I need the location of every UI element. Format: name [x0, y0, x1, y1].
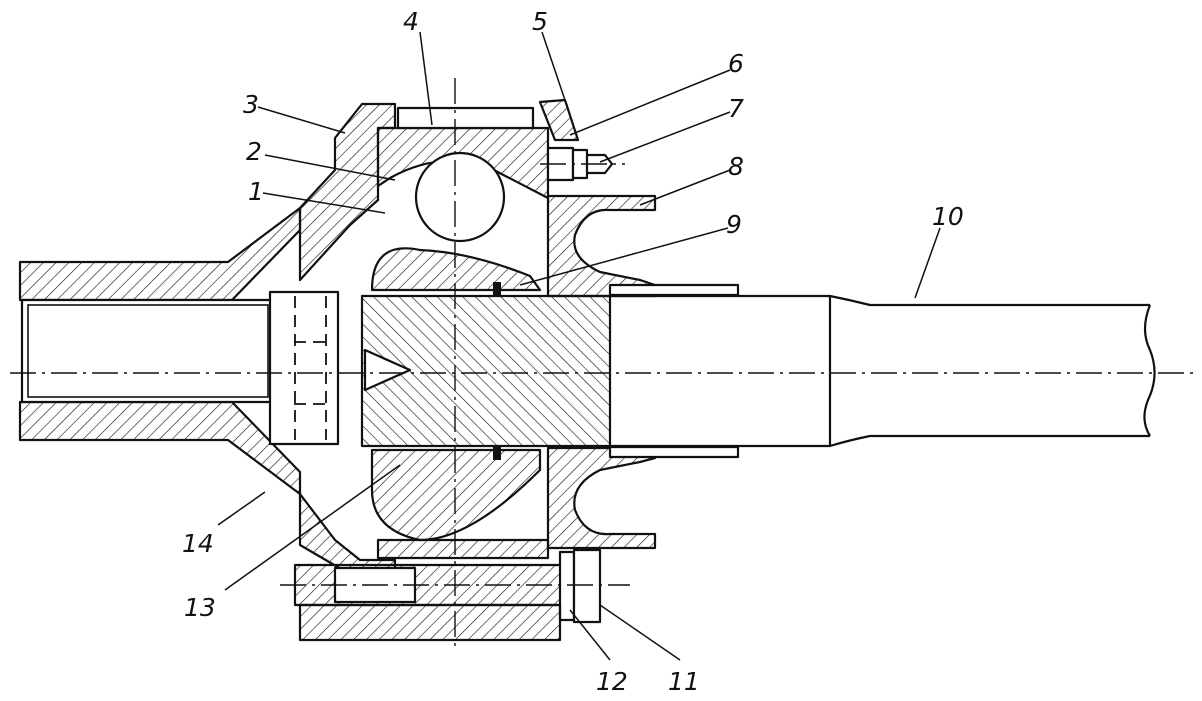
label-14: 14 [182, 529, 214, 558]
label-7: 7 [728, 94, 744, 123]
grease-fitting-7 [538, 98, 614, 182]
label-8: 8 [728, 152, 744, 181]
label-11: 11 [668, 667, 700, 696]
axis-lines [10, 78, 1195, 650]
leader-lines [217, 31, 941, 661]
shaft-10 [360, 282, 1156, 460]
retaining-nut [268, 290, 340, 446]
label-5: 5 [532, 7, 548, 36]
label-12: 12 [596, 667, 628, 696]
label-9: 9 [726, 210, 742, 239]
inner-race-13 [370, 247, 542, 542]
boot-8 [546, 194, 740, 550]
label-2: 2 [246, 137, 262, 166]
label-4: 4 [403, 7, 419, 36]
part-labels: 1 2 3 4 5 6 7 8 9 10 11 12 13 14 [182, 7, 964, 696]
label-3: 3 [243, 90, 259, 119]
ball [414, 151, 506, 243]
label-1: 1 [248, 177, 264, 206]
label-13: 13 [184, 593, 216, 622]
label-6: 6 [728, 49, 744, 78]
label-10: 10 [932, 202, 964, 231]
housing-14 [18, 102, 397, 582]
